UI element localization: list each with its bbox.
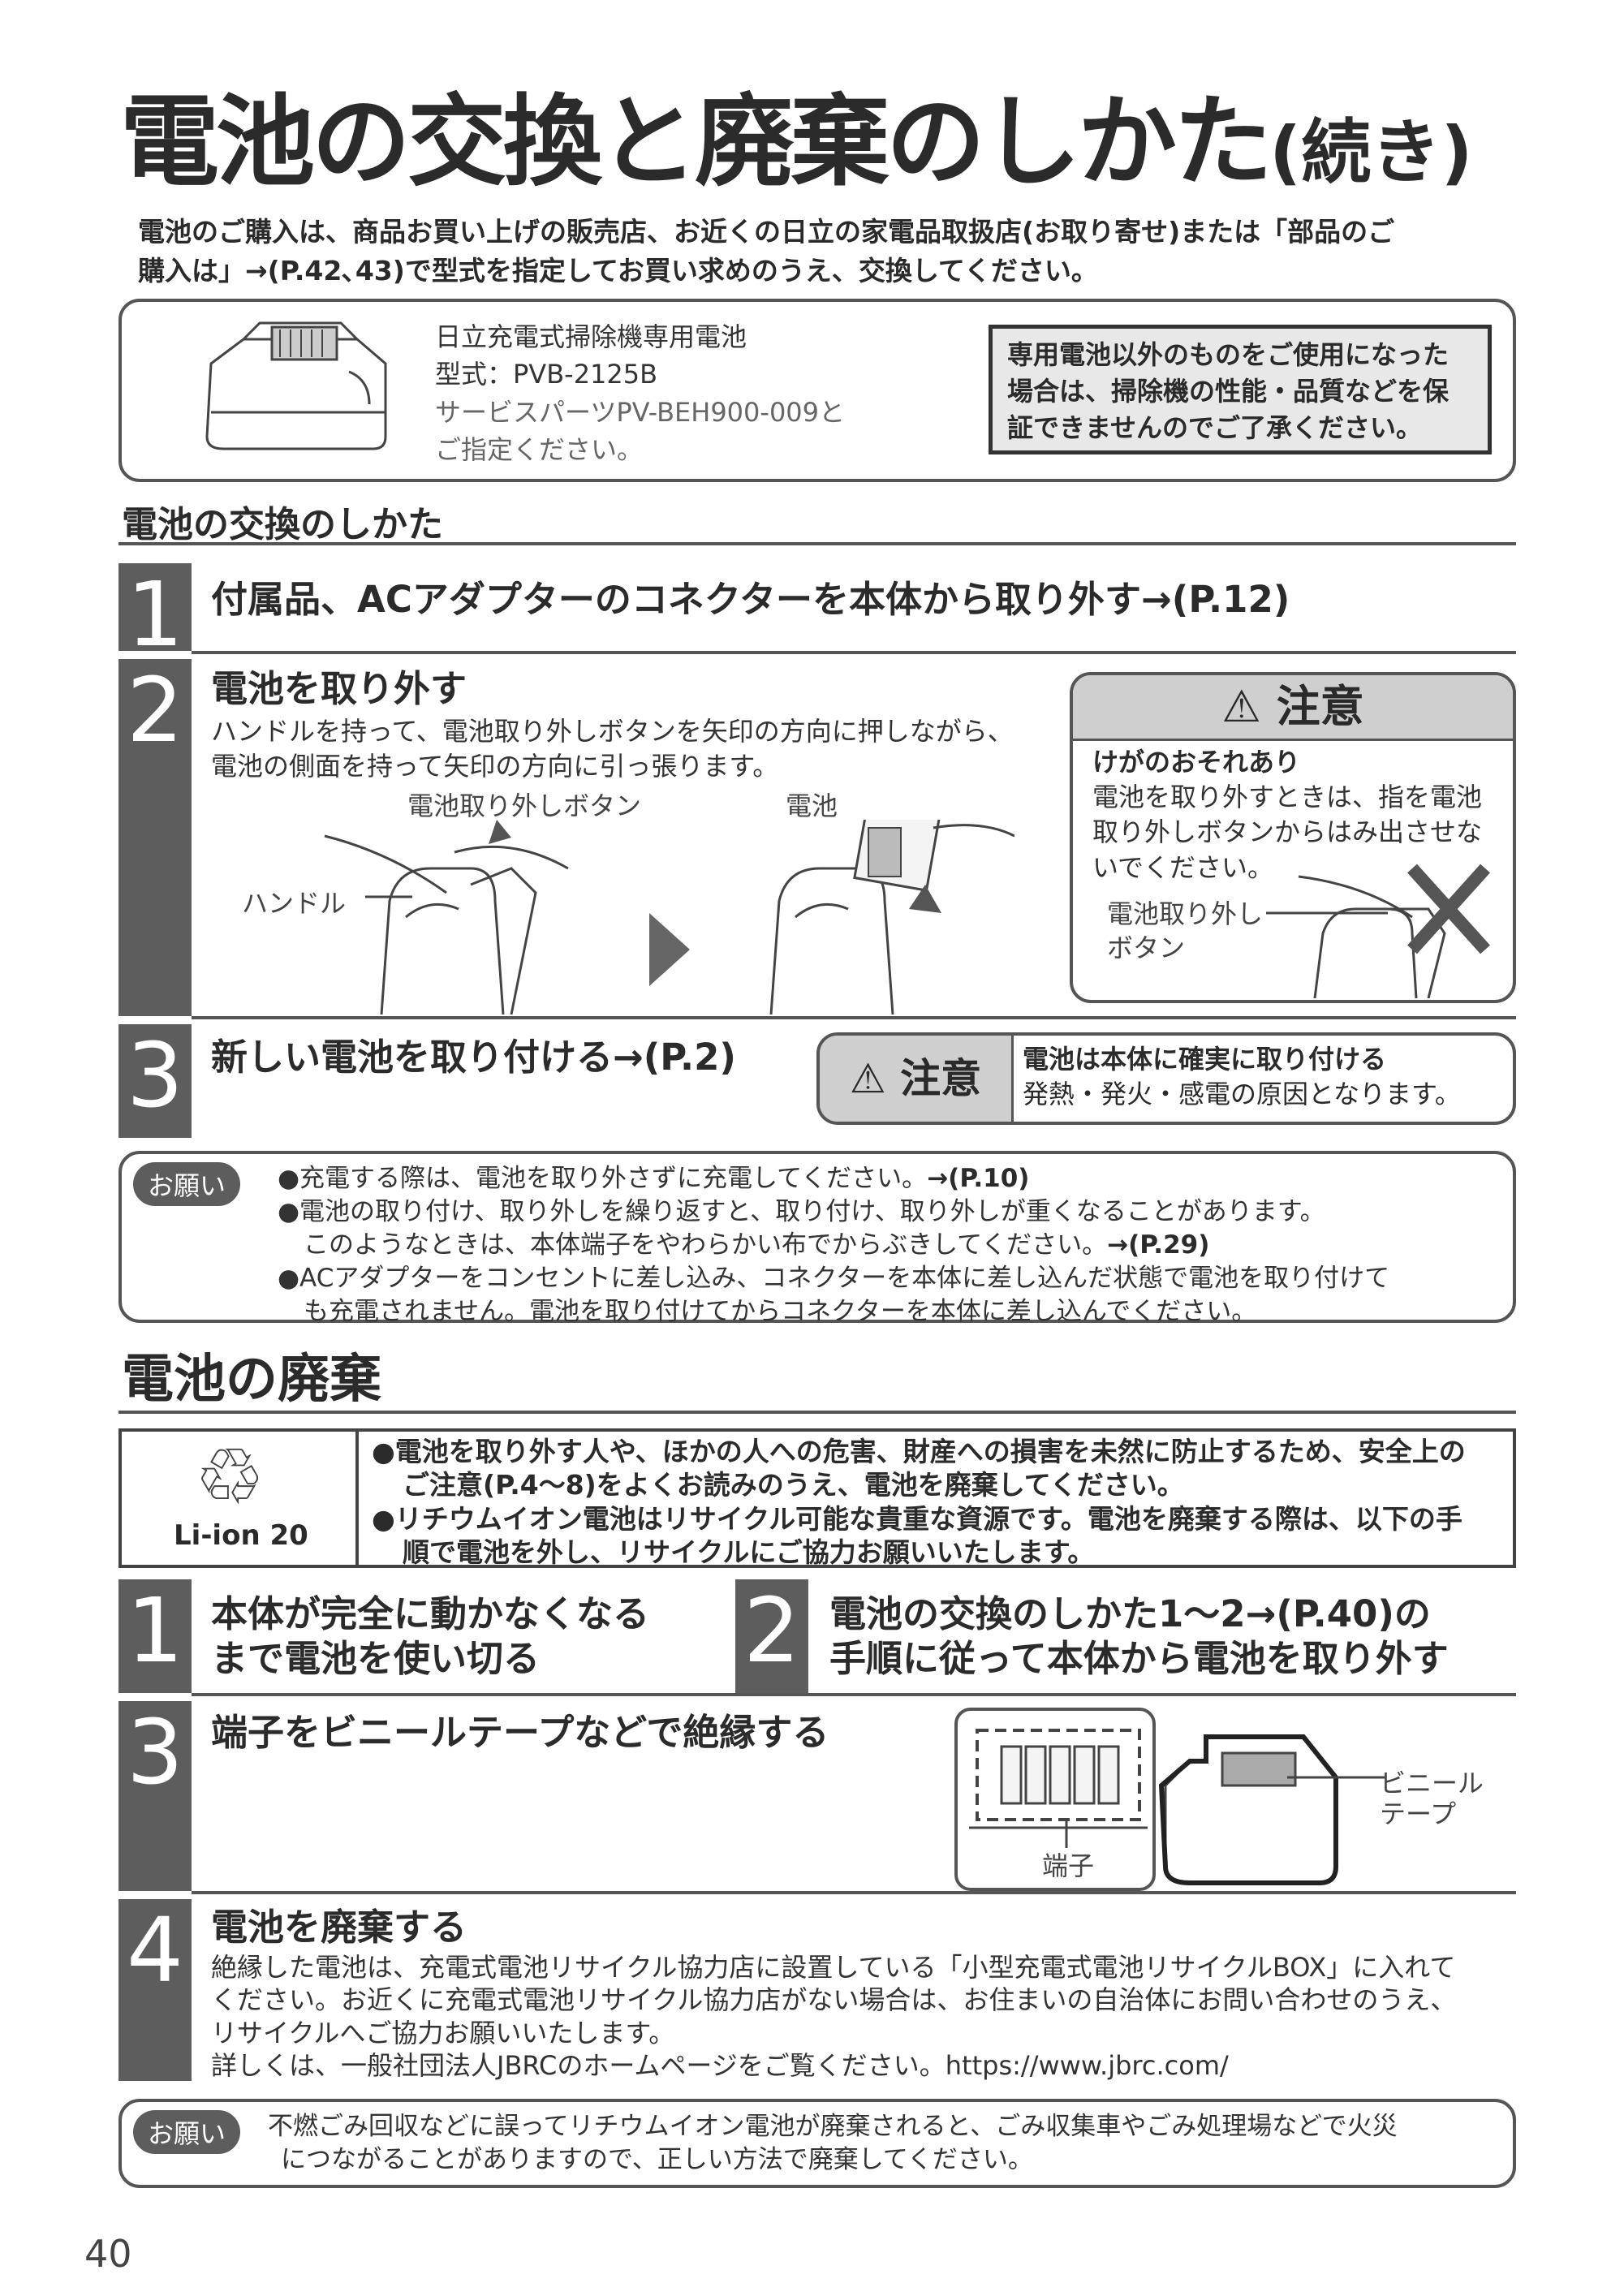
caution-line: 取り外しボタンからはみ出させな: [1092, 816, 1483, 848]
battery-illustration: [205, 321, 387, 450]
divider: [192, 651, 1516, 654]
disposal-step3-title: 端子をビニールテープなどで絶縁する: [211, 1711, 829, 1754]
divider: [192, 1891, 1516, 1894]
disposal-step4-title: 電池を廃棄する: [211, 1906, 467, 1949]
request-tag: お願い: [133, 2110, 241, 2154]
label-terminal: 端子: [1042, 1850, 1095, 1881]
step-number: 1: [118, 1579, 192, 1693]
divider: [192, 1016, 1516, 1019]
step-number: 3: [118, 1024, 192, 1138]
recycle-label: Li-ion 20: [174, 1519, 308, 1552]
recycle-icon: ♲: [195, 1432, 265, 1523]
step3-title: 新しい電池を取り付ける→(P.2): [211, 1036, 736, 1079]
caution-illustration: [1266, 864, 1490, 998]
step-number: 4: [118, 1899, 192, 2081]
recycle-info-box: [118, 1428, 1516, 1568]
warning-line: 証できませんのでご了承ください。: [1007, 411, 1423, 443]
description-line: 電池の側面を持って矢印の方向に引っ張ります。: [211, 751, 779, 782]
step-number: 2: [735, 1579, 808, 1693]
caution-subtitle: けがのおそれあり: [1092, 747, 1301, 778]
label-vinyl-tape: ビニール テープ: [1380, 1768, 1484, 1830]
disposal-step2-title: 電池の交換のしかた1～2→(P.40)の 手順に従って本体から電池を取り外す: [829, 1592, 1449, 1680]
disposal-heading: 電池の廃棄: [122, 1350, 381, 1410]
request-text: 不燃ごみ回収などに誤ってリチウムイオン電池が廃棄されると、ごみ収集車やごみ処理場…: [268, 2112, 1398, 2174]
step2-title: 電池を取り外す: [211, 667, 467, 710]
caution-text: 電池は本体に確実に取り付ける 発熱・発火・感電の原因となります。: [1023, 1042, 1461, 1112]
removal-illustration: [324, 820, 1014, 1014]
divider: [192, 1693, 1516, 1696]
disposal-step1-title: 本体が完全に動かなくなる まで電池を使い切る: [211, 1592, 650, 1680]
step-number: 1: [118, 563, 192, 659]
label-battery: 電池: [786, 790, 838, 821]
intro-line: 購入は」→(P.42､43)で型式を指定してお買い求めのうえ、交換してください。: [138, 254, 1098, 286]
step1-title: 付属品、ACアダプターのコネクターを本体から取り外す→(P.12): [211, 578, 1290, 621]
taped-battery-illustration: [1158, 1734, 1385, 1885]
step-number: 2: [118, 659, 192, 1016]
warning-box: 専用電池以外のものをご使用になった 場合は、掃除機の性能・品質などを保 証できま…: [989, 325, 1492, 454]
caution-bold: 電池は本体に確実に取り付ける: [1023, 1044, 1387, 1075]
intro-line: 電池のご購入は、商品お買い上げの販売店、お近くの日立の家電品取扱店(お取り寄せ)…: [138, 216, 1395, 248]
service-parts: ご指定ください。: [435, 434, 644, 466]
label-release-button: 電池取り外しボタン: [407, 790, 642, 821]
page-title: 電池の交換と廃棄のしかた(続き): [120, 84, 1473, 200]
terminal-illustration: [969, 1729, 1148, 1848]
caution-header: ⚠ 注意: [1073, 675, 1513, 741]
caution-line: 発熱・発火・感電の原因となります。: [1023, 1079, 1461, 1110]
request-box: [118, 2099, 1516, 2188]
page-number: 40: [84, 2232, 132, 2276]
replace-heading: 電池の交換のしかた: [122, 504, 443, 545]
request-box: [118, 1151, 1516, 1323]
request-list: ●充電する際は、電池を取り外さずに充電してください。→(P.10) ●電池の取り…: [278, 1164, 1390, 1326]
caution-line: いでください。: [1092, 851, 1274, 883]
disposal-step4-text: 絶縁した電池は、充電式電池リサイクル協力店に設置している「小型充電式電池リサイク…: [211, 1952, 1457, 2081]
warning-triangle-icon: ⚠: [849, 1055, 886, 1102]
caution-line: 電池を取り外すときは、指を電池: [1092, 782, 1483, 813]
product-info: 日立充電式掃除機専用電池 型式：PVB-2125B サービスパーツPV-BEH9…: [435, 318, 845, 469]
caution-header: ⚠ 注意: [820, 1036, 1014, 1122]
step2-description: ハンドルを持って、電池取り外しボタンを矢印の方向に押しながら、 電池の側面を持っ…: [211, 714, 1014, 784]
intro-text: 電池のご購入は、商品お買い上げの販売店、お近くの日立の家電品取扱店(お取り寄せ)…: [138, 213, 1518, 291]
label-release-button-caution: 電池取り外し ボタン: [1107, 898, 1264, 963]
caution-box-step3: ⚠ 注意 電池は本体に確実に取り付ける 発熱・発火・感電の原因となります。: [816, 1032, 1516, 1125]
warning-line: 専用電池以外のものをご使用になった: [1007, 339, 1450, 370]
label-handle: ハンドル: [242, 888, 347, 919]
product-name: 日立充電式掃除機専用電池: [435, 321, 747, 352]
warning-line: 場合は、掃除機の性能・品質などを保: [1007, 375, 1450, 407]
title-suffix: (続き): [1269, 112, 1473, 193]
caution-text: けがのおそれあり 電池を取り外すときは、指を電池 取り外しボタンからはみ出させな…: [1092, 745, 1482, 885]
product-model: 型式：PVB-2125B: [435, 359, 658, 390]
service-parts: サービスパーツPV-BEH900-009と: [435, 396, 846, 428]
description-line: ハンドルを持って、電池取り外しボタンを矢印の方向に押しながら、: [211, 716, 1014, 747]
divider: [118, 542, 1516, 545]
caution-box: ⚠ 注意: [1070, 672, 1516, 1003]
step-number: 3: [118, 1701, 192, 1891]
divider: [118, 1411, 1516, 1414]
request-tag: お願い: [133, 1162, 241, 1206]
divider-vertical: [355, 1428, 359, 1568]
warning-triangle-icon: ⚠: [1221, 681, 1261, 732]
recycle-info-text: ●電池を取り外す人や、ほかの人への危害、財産への損害を未然に防止するため、安全上…: [372, 1436, 1466, 1568]
